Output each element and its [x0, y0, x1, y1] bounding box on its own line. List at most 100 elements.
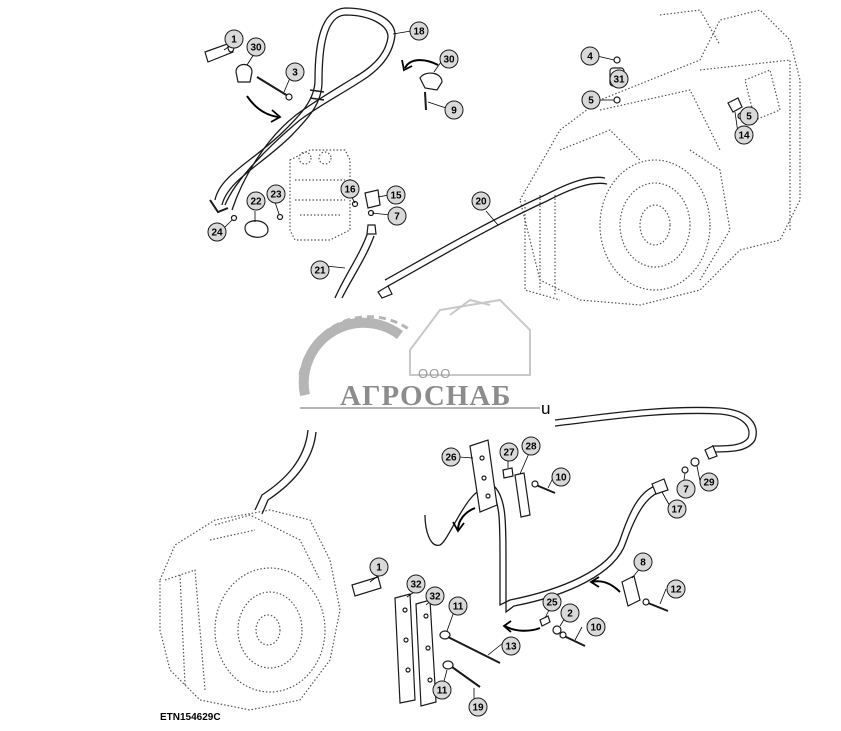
callout-number: 4: [587, 52, 593, 63]
assembly-arrows: [246, 59, 621, 633]
callout-number: 5: [746, 112, 752, 123]
callout-11: 11: [432, 680, 452, 700]
callout-26: 26: [441, 447, 461, 467]
callout-number: 30: [443, 55, 455, 66]
callout-1: 1: [224, 29, 244, 49]
callout-28: 28: [521, 436, 541, 456]
callout-number: 1: [376, 563, 382, 574]
callout-bubble: [432, 680, 452, 700]
callout-bubble: [340, 179, 360, 199]
callout-bubble: [699, 472, 719, 492]
callout-number: 28: [525, 442, 537, 453]
valve-block: [289, 149, 351, 241]
callout-bubble: [448, 596, 468, 616]
transmission-housing-top: [519, 9, 801, 306]
callout-21: 21: [310, 260, 330, 280]
callout-27: 27: [499, 442, 519, 462]
callout-bubble: [581, 90, 601, 110]
callout-number: 21: [314, 266, 326, 277]
callout-number: 27: [503, 448, 515, 459]
callout-15: 15: [386, 185, 406, 205]
callout-number: 22: [250, 197, 262, 208]
callout-number: 17: [671, 505, 683, 516]
callout-bubble: [676, 479, 696, 499]
callout-number: 32: [410, 580, 422, 591]
watermark-company-prefix: ООО: [418, 366, 452, 381]
callout-31: 31: [609, 69, 629, 89]
callout-bubble: [666, 579, 686, 599]
callout-number: 32: [429, 592, 441, 603]
callout-number: 3: [292, 68, 298, 79]
callout-bubble: [734, 125, 754, 145]
callout-bubble: [609, 69, 629, 89]
callout-bubble: [633, 552, 653, 572]
callout-bubble: [246, 191, 266, 211]
callout-number: 1: [231, 35, 237, 46]
components: [204, 41, 745, 707]
callout-3: 3: [285, 62, 305, 82]
callout-1: 1: [369, 557, 389, 577]
callout-9: 9: [444, 100, 464, 120]
callout-bubble: [266, 184, 286, 204]
callout-number: 11: [437, 686, 448, 697]
callout-23: 23: [266, 184, 286, 204]
callout-13: 13: [501, 636, 521, 656]
callout-bubble: [439, 49, 459, 69]
callout-7: 7: [387, 206, 407, 226]
callout-number: 15: [390, 191, 402, 202]
callout-30: 30: [439, 49, 459, 69]
callout-5: 5: [739, 106, 759, 126]
callout-bubble: [409, 21, 429, 41]
callout-number: 23: [270, 190, 282, 201]
callout-bubble: [739, 106, 759, 126]
transmission-housing-bottom: [159, 509, 341, 711]
callout-22: 22: [246, 191, 266, 211]
callout-number: 16: [344, 185, 356, 196]
callout-7: 7: [676, 479, 696, 499]
callout-number: 5: [588, 96, 594, 107]
callout-number: 13: [505, 642, 517, 653]
callout-24: 24: [207, 222, 227, 242]
callout-bubble: [386, 185, 406, 205]
callout-number: 2: [567, 609, 573, 620]
callout-bubble: [499, 442, 519, 462]
callout-20: 20: [471, 191, 491, 211]
callout-number: 8: [640, 558, 646, 569]
callout-bubble: [580, 46, 600, 66]
callout-number: 29: [703, 478, 715, 489]
callout-number: 31: [613, 75, 625, 86]
callout-16: 16: [340, 179, 360, 199]
callout-bubble: [425, 586, 445, 606]
callout-5: 5: [581, 90, 601, 110]
callout-bubble: [471, 191, 491, 211]
callout-bubble: [542, 592, 562, 612]
callout-11: 11: [448, 596, 468, 616]
callout-bubble: [441, 447, 461, 467]
watermark-mark: u: [541, 399, 551, 418]
callout-17: 17: [667, 499, 687, 519]
watermark-logo: [298, 298, 540, 409]
callout-number: 14: [738, 131, 750, 142]
callout-number: 18: [413, 27, 425, 38]
callout-bubble: [551, 467, 571, 487]
callout-number: 9: [451, 106, 457, 117]
callout-32: 32: [406, 574, 426, 594]
callout-bubble: [207, 222, 227, 242]
callout-29: 29: [699, 472, 719, 492]
callout-bubble: [667, 499, 687, 519]
callout-bubble: [369, 557, 389, 577]
callout-bubble: [586, 617, 606, 637]
callout-bubble: [444, 100, 464, 120]
callout-number: 12: [670, 585, 682, 596]
callout-number: 25: [546, 598, 558, 609]
figure-id-label: ETN154629C: [160, 712, 221, 723]
callout-bubble: [560, 603, 580, 623]
callout-12: 12: [666, 579, 686, 599]
callout-14: 14: [734, 125, 754, 145]
callout-19: 19: [468, 697, 488, 717]
callout-32: 32: [425, 586, 445, 606]
callout-18: 18: [409, 21, 429, 41]
callout-10: 10: [551, 467, 571, 487]
